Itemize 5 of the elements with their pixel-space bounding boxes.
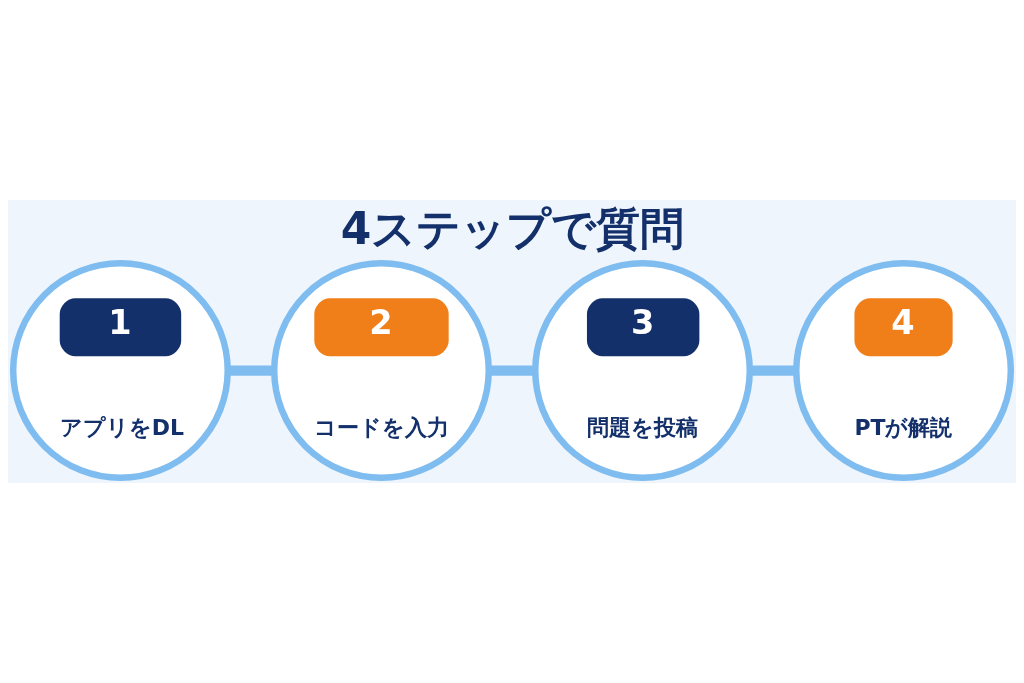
node-circle: 1 アプリをDL: [9, 260, 231, 482]
node-circle: 4 PTが解説: [793, 260, 1015, 482]
node-circle: 3 問題を投稿: [532, 260, 753, 482]
diagram-title: 4ステップで質問: [340, 203, 685, 255]
node-circle: 2 コードを入力: [271, 260, 492, 482]
